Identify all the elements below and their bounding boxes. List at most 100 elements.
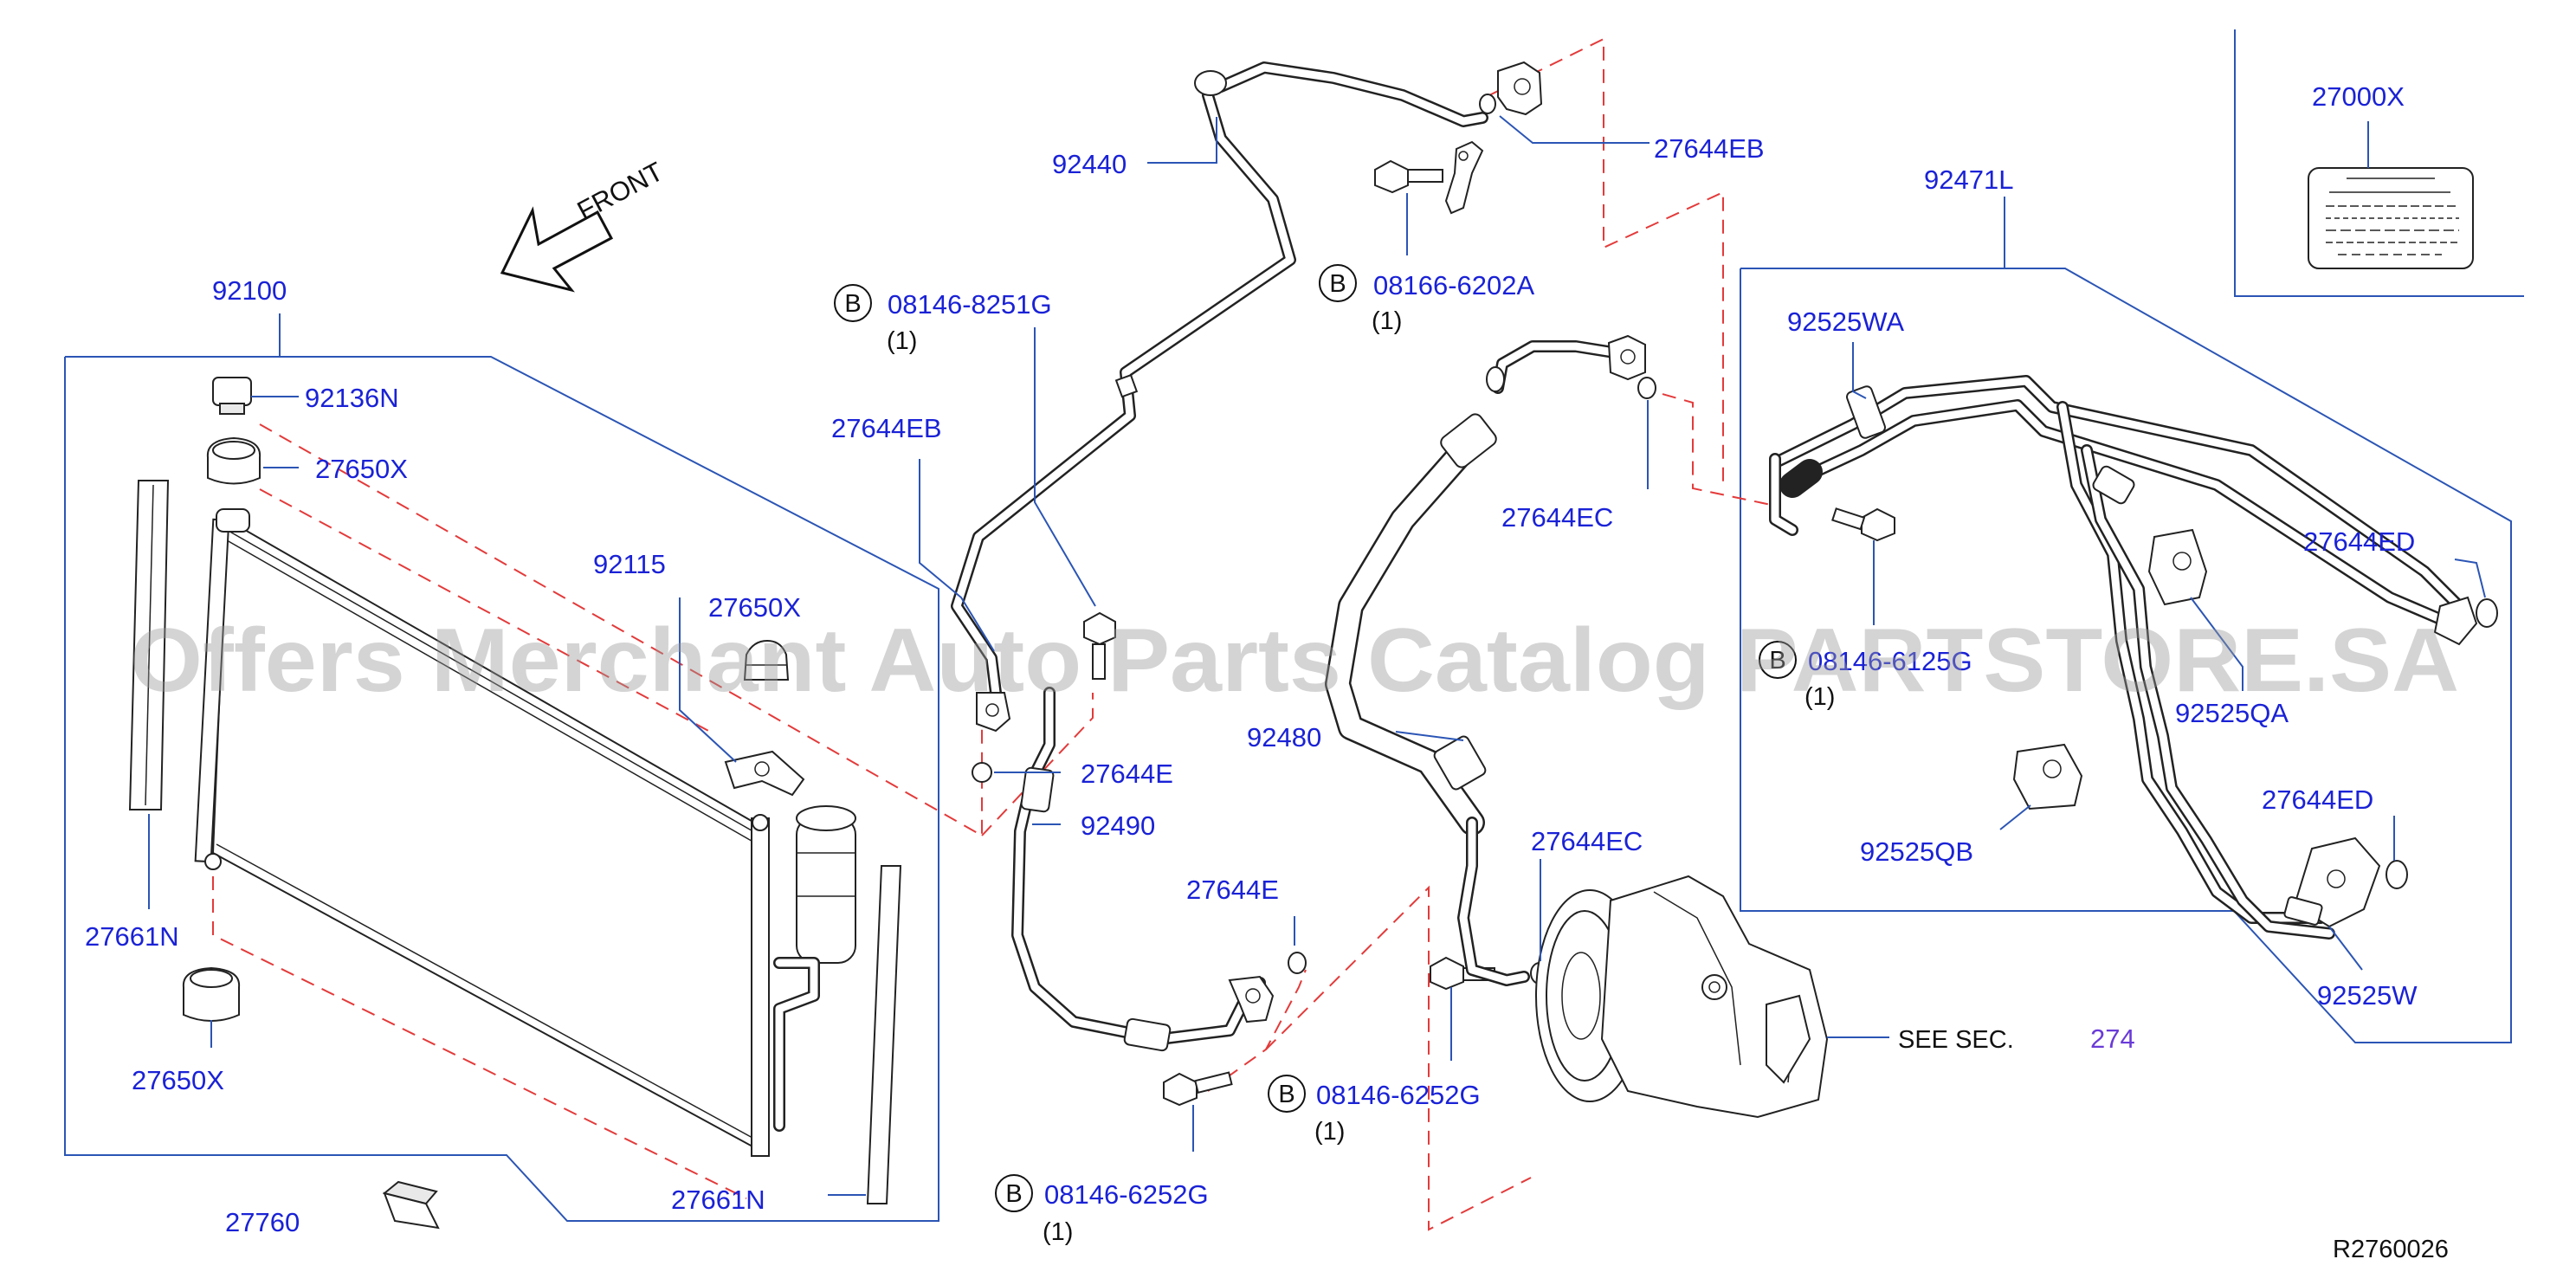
leader-08146-8251g bbox=[1034, 327, 1096, 607]
label-92525qb[interactable]: 92525QB bbox=[1860, 836, 1973, 867]
mount-insulator-top bbox=[206, 436, 261, 485]
label-08146-6252g-a[interactable]: 08146-6252G bbox=[1316, 1080, 1481, 1110]
receiver-drier bbox=[773, 805, 856, 1132]
bolt-marker-08146-8251g: B bbox=[834, 284, 872, 322]
oring-27644ec-upper bbox=[1637, 377, 1656, 399]
label-27661n-bottom[interactable]: 27661N bbox=[671, 1185, 765, 1215]
frame-27000x-box bbox=[2234, 29, 2524, 297]
qty-08146-8251g: (1) bbox=[887, 327, 917, 355]
top-bracket-small bbox=[1444, 140, 1484, 215]
label-92471l[interactable]: 92471L bbox=[1924, 165, 2013, 195]
label-27644ec-lower[interactable]: 27644EC bbox=[1531, 826, 1643, 856]
label-27650x-mid[interactable]: 27650X bbox=[708, 592, 801, 623]
pressure-switch-92136n bbox=[212, 377, 252, 415]
pipe-92490 bbox=[1011, 687, 1266, 1052]
condenser-upper-bracket bbox=[724, 750, 805, 797]
label-08166-6202a[interactable]: 08166-6202A bbox=[1373, 270, 1534, 300]
qty-08146-6252g-a: (1) bbox=[1314, 1118, 1345, 1146]
dash-lower-left bbox=[1265, 885, 1532, 1231]
ac-compressor bbox=[1535, 875, 1829, 1119]
frame-92471l-group bbox=[1740, 268, 2512, 1043]
label-card-27000x bbox=[2308, 167, 2474, 269]
qty-08146-hidden: (1) bbox=[1804, 683, 1835, 711]
condenser-core bbox=[194, 508, 770, 1157]
label-27644ed-upper[interactable]: 27644ED bbox=[2303, 526, 2415, 557]
clip-92525qb bbox=[2012, 743, 2083, 810]
bolt-marker-08146-hidden: B bbox=[1759, 641, 1797, 679]
leader-27644eb-left bbox=[919, 459, 995, 652]
dash-condenser-top bbox=[259, 488, 711, 733]
watermark-text: Offers Merchant Auto Parts Catalog PARTS… bbox=[130, 610, 2459, 711]
bolt-marker-08166-6202a: B bbox=[1319, 264, 1357, 302]
bolt-marker-08146-6252g-a: B bbox=[1268, 1075, 1306, 1113]
oring-27644ed-upper bbox=[2476, 598, 2498, 628]
leader-27644eb-top bbox=[1499, 115, 1650, 144]
label-27650x-bottom[interactable]: 27650X bbox=[132, 1065, 224, 1095]
label-92100[interactable]: 92100 bbox=[212, 275, 287, 306]
leader-92480 bbox=[1395, 731, 1464, 741]
front-direction-arrow: FRONT bbox=[500, 156, 668, 293]
label-27644ec-upper[interactable]: 27644EC bbox=[1501, 502, 1613, 533]
label-92525wa[interactable]: 92525WA bbox=[1787, 307, 1904, 337]
dash-bolt-lower bbox=[1207, 969, 1307, 1092]
label-92490[interactable]: 92490 bbox=[1081, 810, 1155, 841]
label-27644e-lower[interactable]: 27644E bbox=[1186, 875, 1279, 905]
svg-text:B: B bbox=[1005, 1180, 1022, 1208]
mount-insulator-bottom bbox=[182, 966, 241, 1022]
oring-27644ed-lower bbox=[2386, 860, 2408, 889]
oring-27644eb-top bbox=[1479, 94, 1496, 114]
bolt-08146-8251g bbox=[1083, 611, 1116, 680]
front-label: FRONT bbox=[572, 156, 668, 226]
label-08146-8251g[interactable]: 08146-8251G bbox=[888, 289, 1052, 320]
fitting-27644e-lower bbox=[1228, 975, 1275, 1023]
svg-text:B: B bbox=[1278, 1081, 1294, 1108]
leader-92525wa bbox=[1852, 342, 1867, 399]
svg-text:B: B bbox=[1769, 647, 1785, 675]
oring-27644e-upper bbox=[972, 762, 992, 783]
label-27644ed-lower[interactable]: 27644ED bbox=[2262, 785, 2373, 815]
label-27000x[interactable]: 27000X bbox=[2312, 81, 2405, 112]
label-92480[interactable]: 92480 bbox=[1247, 722, 1321, 752]
dash-condenser-bottom bbox=[212, 876, 747, 1199]
connector-27760 bbox=[382, 1180, 440, 1230]
air-guide-left bbox=[128, 480, 170, 810]
pipe-assembly-92471l bbox=[1769, 375, 2478, 940]
dash-discharge-fitting bbox=[1640, 387, 1780, 507]
air-guide-right bbox=[866, 865, 902, 1204]
label-92115[interactable]: 92115 bbox=[593, 549, 666, 579]
label-27644e-upper[interactable]: 27644E bbox=[1081, 759, 1173, 789]
top-block-fitting bbox=[1497, 61, 1543, 116]
leader-92115 bbox=[679, 597, 737, 763]
dash-top-bracket bbox=[1488, 37, 1724, 481]
frame-condenser-group bbox=[64, 356, 939, 1222]
label-08146-6252g-b[interactable]: 08146-6252G bbox=[1044, 1179, 1209, 1210]
insulator-27650x-mid bbox=[743, 639, 790, 681]
label-27644eb-left[interactable]: 27644EB bbox=[831, 413, 942, 443]
qty-08146-6252g-b: (1) bbox=[1043, 1218, 1073, 1246]
clip-92525qa bbox=[2147, 528, 2208, 606]
label-92525w[interactable]: 92525W bbox=[2317, 980, 2418, 1011]
see-section-link[interactable]: 274 bbox=[2090, 1023, 2135, 1054]
label-92136n[interactable]: 92136N bbox=[305, 383, 399, 413]
label-92525qa[interactable]: 92525QA bbox=[2175, 698, 2289, 728]
bolt-08166-6202a bbox=[1374, 159, 1443, 194]
label-27644eb-top[interactable]: 27644EB bbox=[1654, 133, 1765, 164]
leader-92525qa bbox=[2190, 597, 2244, 691]
label-27760[interactable]: 27760 bbox=[225, 1207, 300, 1237]
pipe-92440 bbox=[951, 61, 1488, 699]
leader-27644ed-a bbox=[2454, 559, 2486, 598]
leader-92525w bbox=[2328, 926, 2363, 971]
leader-92440 bbox=[1147, 117, 1217, 164]
label-08146-hidden[interactable]: 08146-6125G bbox=[1808, 646, 1972, 676]
dash-receiver-pipe bbox=[981, 693, 1094, 836]
svg-text:B: B bbox=[844, 290, 861, 318]
qty-08166-6202a: (1) bbox=[1372, 307, 1402, 335]
oring-27644e-lower bbox=[1288, 952, 1307, 974]
label-27661n-left[interactable]: 27661N bbox=[85, 921, 179, 952]
svg-text:B: B bbox=[1329, 270, 1346, 298]
label-27650x-top[interactable]: 27650X bbox=[315, 454, 408, 484]
hose-92480 bbox=[1325, 334, 1646, 986]
bolt-marker-08146-6252g-b: B bbox=[995, 1174, 1033, 1212]
label-92440[interactable]: 92440 bbox=[1052, 149, 1127, 179]
